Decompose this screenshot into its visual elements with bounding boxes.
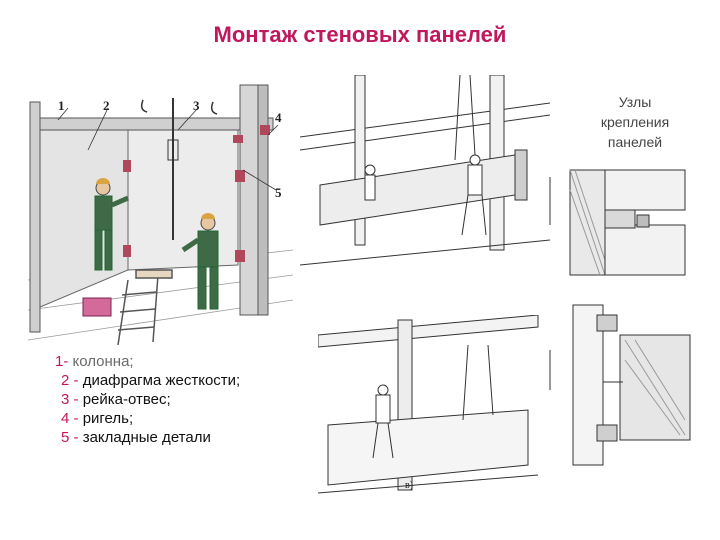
legend-item: 2 - диафрагма жесткости;	[55, 371, 295, 390]
sketch-worker-bottom	[372, 384, 394, 459]
callout-1: 1	[58, 98, 65, 113]
main-installation-illustration	[28, 84, 293, 346]
legend-item: 4 - ригель;	[55, 409, 295, 428]
nodes-caption-line-1: Узлы	[618, 94, 652, 110]
legend: 1- колонна; 2 - диафрагма жесткости; 3 -…	[55, 352, 295, 447]
legend-text: рейка-отвес;	[82, 391, 171, 408]
legend-number: 4 -	[61, 410, 79, 427]
legend-text: закладные детали	[82, 429, 211, 446]
crossbar-beam	[32, 117, 274, 131]
ladder	[117, 269, 173, 346]
nodes-caption-line-2: крепления	[600, 114, 670, 130]
nodes-caption-line-3: панелей	[607, 134, 663, 150]
callout-2: 2	[103, 98, 110, 113]
nodes-caption: Узлы крепления панелей	[580, 92, 690, 152]
callout-4: 4	[275, 110, 282, 125]
node-detail-upper	[549, 169, 686, 276]
wall-panel-left	[32, 124, 129, 311]
panel-installation-sketch	[318, 315, 539, 494]
legend-number: 1-	[55, 353, 69, 370]
embed-parts	[123, 125, 270, 262]
node-detail-lower	[549, 304, 691, 466]
legend-number: 5 -	[61, 429, 79, 446]
legend-number: 2 -	[61, 372, 79, 389]
legend-text: колонна;	[72, 353, 134, 370]
legend-text: диафрагма жесткости;	[82, 372, 241, 389]
bottom-fig-label: в)	[405, 480, 414, 491]
callout-5: 5	[275, 185, 282, 200]
callout-3: 3	[193, 98, 200, 113]
slide-title: Монтаж стеновых панелей	[213, 22, 507, 47]
toolbox	[82, 297, 112, 317]
worker-right	[181, 213, 219, 310]
legend-text: ригель;	[82, 410, 134, 427]
column-left	[29, 101, 41, 333]
sketch-workers-top	[364, 154, 487, 236]
legend-item: 5 - закладные детали	[55, 428, 295, 447]
legend-number: 3 -	[61, 391, 79, 408]
worker-left	[94, 178, 130, 271]
hoisting-panel-sketch	[300, 75, 550, 266]
legend-item: 3 - рейка-отвес;	[55, 390, 295, 409]
legend-item: 1- колонна;	[55, 352, 295, 371]
